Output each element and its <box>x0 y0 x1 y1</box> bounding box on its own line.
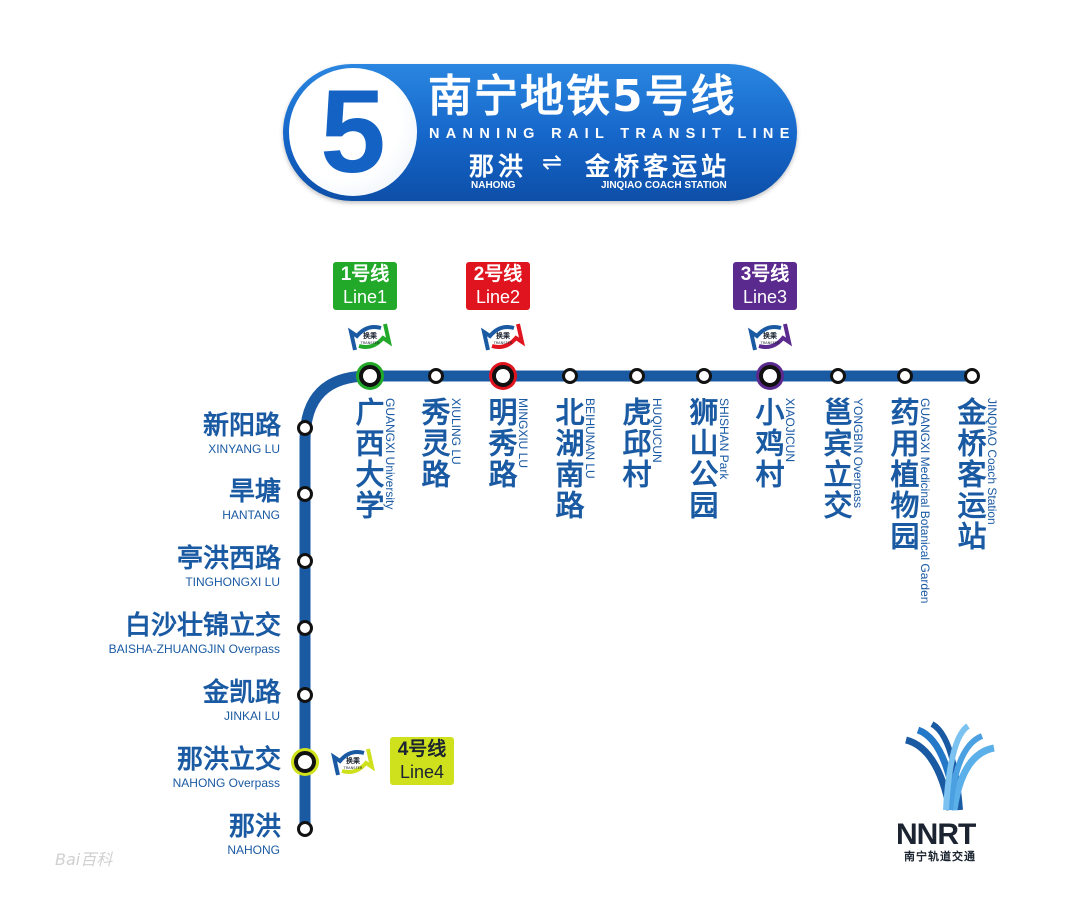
station-name-cn: 那洪 <box>228 812 281 842</box>
svg-text:换乘: 换乘 <box>363 331 378 340</box>
station-name-en: XINYANG LU <box>208 442 280 456</box>
terminus-from-cn: 那洪 <box>469 152 528 181</box>
station-name-en: MINGXIU LU <box>516 398 530 469</box>
station-name-cn: 狮山公园 <box>685 397 719 521</box>
station-marker[interactable] <box>964 368 980 384</box>
station-name-cn: 白沙壮锦立交 <box>124 611 281 641</box>
station-name-en: NAHONG Overpass <box>172 776 280 790</box>
badge-line-en: Line1 <box>342 287 388 307</box>
station-name-cn: 金凯路 <box>202 678 281 708</box>
badge-line-en: Line3 <box>742 287 788 307</box>
badge-line-cn: 3号线 <box>740 264 790 285</box>
station-marker[interactable] <box>830 368 846 384</box>
station-marker[interactable] <box>297 486 313 502</box>
station-marker[interactable] <box>359 365 381 387</box>
station-name-en: NAHONG <box>227 843 280 857</box>
station-name-cn: 北湖南路 <box>551 397 585 521</box>
terminus-to-cn: 金桥客运站 <box>585 152 731 181</box>
station-name-cn: 药用植物园 <box>886 397 920 552</box>
station-name-cn: 那洪立交 <box>176 745 281 775</box>
station-name-en: TINGHONGXI LU <box>185 575 280 589</box>
line-number-circle: 5 <box>289 68 417 196</box>
station-name-cn: 广西大学 <box>351 397 385 521</box>
station-name-cn: 金桥客运站 <box>953 397 987 552</box>
station-name-cn: 旱塘 <box>228 477 281 507</box>
line-header-banner: 5 南宁地铁5号线 NANNING RAIL TRANSIT LINE 5 那洪… <box>283 64 814 201</box>
badge-line-en: Line2 <box>475 287 521 307</box>
svg-text:TRANSFER: TRANSFER <box>760 341 780 345</box>
station-marker[interactable] <box>297 821 313 837</box>
station-name-en: GUANGXI Medicinal Botanical Garden <box>918 398 932 604</box>
station-name-en: YONGBIN Overpass <box>851 398 865 509</box>
station-name-en: GUANGXI University <box>383 398 397 510</box>
station-name-cn: 秀灵路 <box>417 397 451 490</box>
svg-text:TRANSFER: TRANSFER <box>493 341 513 345</box>
station-name-en: XIULING LU <box>449 398 463 465</box>
station-marker[interactable] <box>696 368 712 384</box>
station-marker[interactable] <box>294 751 316 773</box>
nnrt-logo-subtitle: 南宁轨道交通 <box>904 850 976 863</box>
svg-text:换乘: 换乘 <box>763 331 778 340</box>
station-marker[interactable] <box>897 368 913 384</box>
station-name-en: BEIHUNAN LU <box>583 398 597 479</box>
station-marker[interactable] <box>297 420 313 436</box>
station-marker[interactable] <box>562 368 578 384</box>
badge-line-cn: 4号线 <box>397 739 447 760</box>
station-name-en: XIAOJICUN <box>783 398 797 463</box>
station-marker[interactable] <box>629 368 645 384</box>
watermark: Bai百科 <box>55 850 113 869</box>
station-name-en: JINQIAO Coach Station <box>985 398 999 525</box>
station-name-cn: 新阳路 <box>202 411 281 441</box>
station-name-en: BAISHA-ZHUANGJIN Overpass <box>108 642 280 656</box>
svg-text:换乘: 换乘 <box>346 756 361 765</box>
line-number: 5 <box>320 66 386 198</box>
badge-line-cn: 2号线 <box>473 264 523 285</box>
station-marker[interactable] <box>297 620 313 636</box>
station-marker[interactable] <box>297 687 313 703</box>
station-name-cn: 明秀路 <box>484 397 518 490</box>
station-name-en: JINKAI LU <box>223 709 280 723</box>
nnrt-logo-text: NNRT <box>896 818 976 851</box>
direction-arrows-icon: ⇌ <box>542 148 563 176</box>
station-name-cn: 小鸡村 <box>751 397 785 490</box>
svg-text:TRANSFER: TRANSFER <box>360 341 380 345</box>
badge-line-en: Line4 <box>399 762 445 782</box>
nnrt-logo-mark <box>898 718 1002 818</box>
station-name-cn: 亭洪西路 <box>176 544 281 574</box>
station-name-en: HUQIUCUN <box>650 398 664 463</box>
terminus-from-en: NAHONG <box>471 180 516 191</box>
station-name-en: HANTANG <box>222 508 280 522</box>
station-name-cn: 邕宾立交 <box>819 397 853 521</box>
svg-text:换乘: 换乘 <box>496 331 511 340</box>
station-name-cn: 虎邱村 <box>618 397 652 490</box>
station-marker[interactable] <box>428 368 444 384</box>
line-title-cn: 南宁地铁5号线 <box>428 71 737 122</box>
svg-text:TRANSFER: TRANSFER <box>343 766 363 770</box>
station-marker[interactable] <box>492 365 514 387</box>
station-name-en: SHISHAN Park <box>717 398 731 480</box>
station-marker[interactable] <box>297 553 313 569</box>
terminus-to-en: JINQIAO COACH STATION <box>601 180 727 191</box>
station-marker[interactable] <box>759 365 781 387</box>
badge-line-cn: 1号线 <box>340 264 390 285</box>
line-title-en: NANNING RAIL TRANSIT LINE 5 <box>429 126 821 142</box>
